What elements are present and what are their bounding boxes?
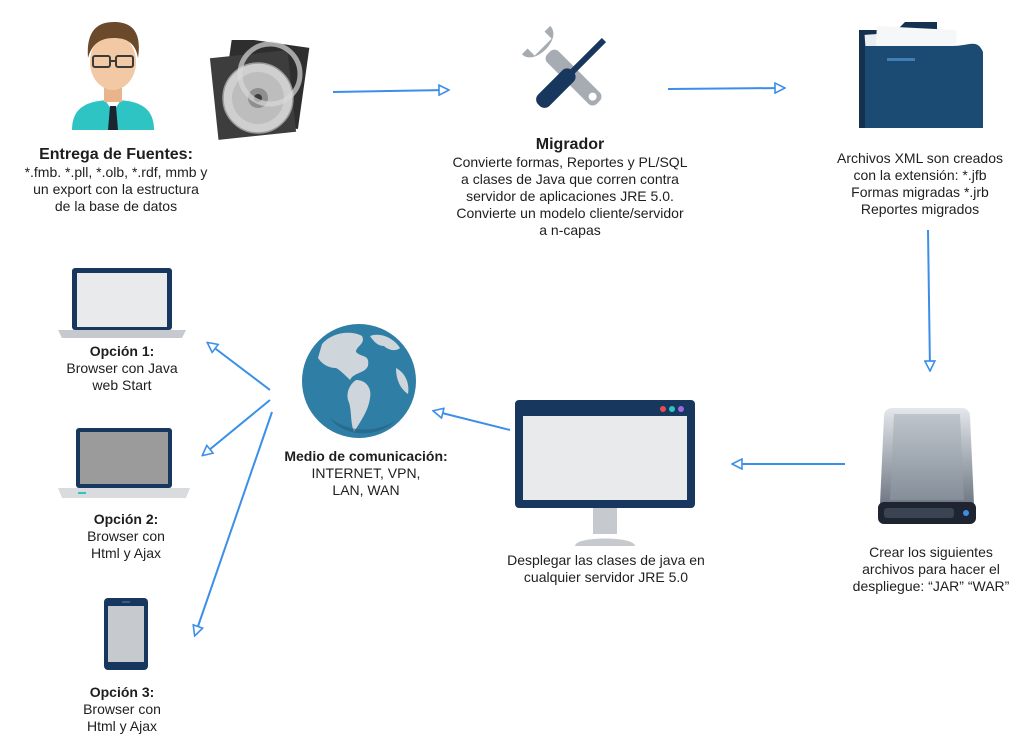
migrador-line: servidor de aplicaciones JRE 5.0. (466, 188, 674, 204)
desplegar-label: Desplegar las clases de java en cualquie… (486, 552, 726, 586)
entrega-title: Entrega de Fuentes: (39, 146, 193, 163)
medio-title: Medio de comunicación: (284, 448, 448, 464)
crear-line: Crear los siguientes (869, 544, 993, 560)
arrow-entrega-migrador (332, 90, 448, 92)
globe-icon (302, 324, 416, 438)
opcion1-label: Opción 1: Browser con Java web Start (52, 343, 192, 394)
mobile-phone-icon (104, 598, 148, 670)
opcion3-line: Browser con (83, 701, 161, 717)
opcion1-title: Opción 1: (89, 343, 155, 359)
arrow-migrador-archivos (667, 88, 784, 89)
opcion3-line: Html y Ajax (86, 718, 157, 734)
desplegar-line: cualquier servidor JRE 5.0 (523, 569, 689, 585)
opcion1-line: web Start (92, 377, 152, 393)
migrador-line: Convierte un modelo cliente/servidor (456, 205, 684, 221)
laptop-icon (58, 428, 190, 498)
entrega-line: de la base de datos (54, 198, 178, 214)
opcion1-line: Browser con Java (66, 360, 178, 376)
archivos-line: Formas migradas *.jrb (851, 184, 989, 200)
migrador-line: a clases de Java que corren contra (461, 171, 679, 187)
archivos-line: Archivos XML son creados (837, 150, 1003, 166)
opcion3-title: Opción 3: (89, 684, 155, 700)
migrador-line: a n-capas (539, 222, 601, 238)
arrow-medio-opcion1 (208, 343, 271, 391)
folder-icon (859, 22, 983, 128)
migrador-title: Migrador (535, 136, 605, 153)
opcion2-title: Opción 2: (93, 511, 159, 527)
migrador-line: Convierte formas, Reportes y PL/SQL (452, 154, 688, 170)
entrega-line: *.fmb. *.pll, *.olb, *.rdf, mmb y (24, 164, 208, 180)
archivos-label: Archivos XML son creados con la extensió… (815, 150, 1025, 218)
opcion2-line: Html y Ajax (90, 545, 161, 561)
medio-line: LAN, WAN (332, 482, 400, 498)
opcion2-label: Opción 2: Browser con Html y Ajax (56, 511, 196, 562)
cd-disc-icon (209, 40, 310, 140)
arrow-archivos-crear (928, 229, 930, 370)
entrega-line: un export con la estructura (33, 181, 199, 197)
person-icon (72, 22, 154, 130)
entrega-label: Entrega de Fuentes: *.fmb. *.pll, *.olb,… (0, 146, 232, 215)
crear-label: Crear los siguientes archivos para hacer… (836, 544, 1026, 595)
archivos-line: Reportes migrados (860, 201, 980, 217)
hard-drive-icon (878, 408, 976, 524)
desplegar-line: Desplegar las clases de java en (507, 552, 705, 568)
opcion2-line: Browser con (87, 528, 165, 544)
wrench-screwdriver-icon (521, 25, 607, 108)
monitor-icon (515, 400, 695, 546)
arrow-medio-opcion2 (203, 399, 271, 455)
archivos-line: con la extensión: *.jfb (853, 167, 987, 183)
migrador-label: Migrador Convierte formas, Reportes y PL… (430, 136, 710, 239)
laptop-icon (58, 268, 186, 338)
medio-label: Medio de comunicación: INTERNET, VPN, LA… (268, 448, 464, 499)
medio-line: INTERNET, VPN, (311, 465, 421, 481)
arrow-medio-opcion3 (195, 411, 273, 635)
crear-line: despliegue: “JAR” “WAR” (852, 578, 1010, 594)
opcion3-label: Opción 3: Browser con Html y Ajax (52, 684, 192, 735)
crear-line: archivos para hacer el (862, 561, 1000, 577)
arrow-desplegar-medio (434, 411, 511, 431)
